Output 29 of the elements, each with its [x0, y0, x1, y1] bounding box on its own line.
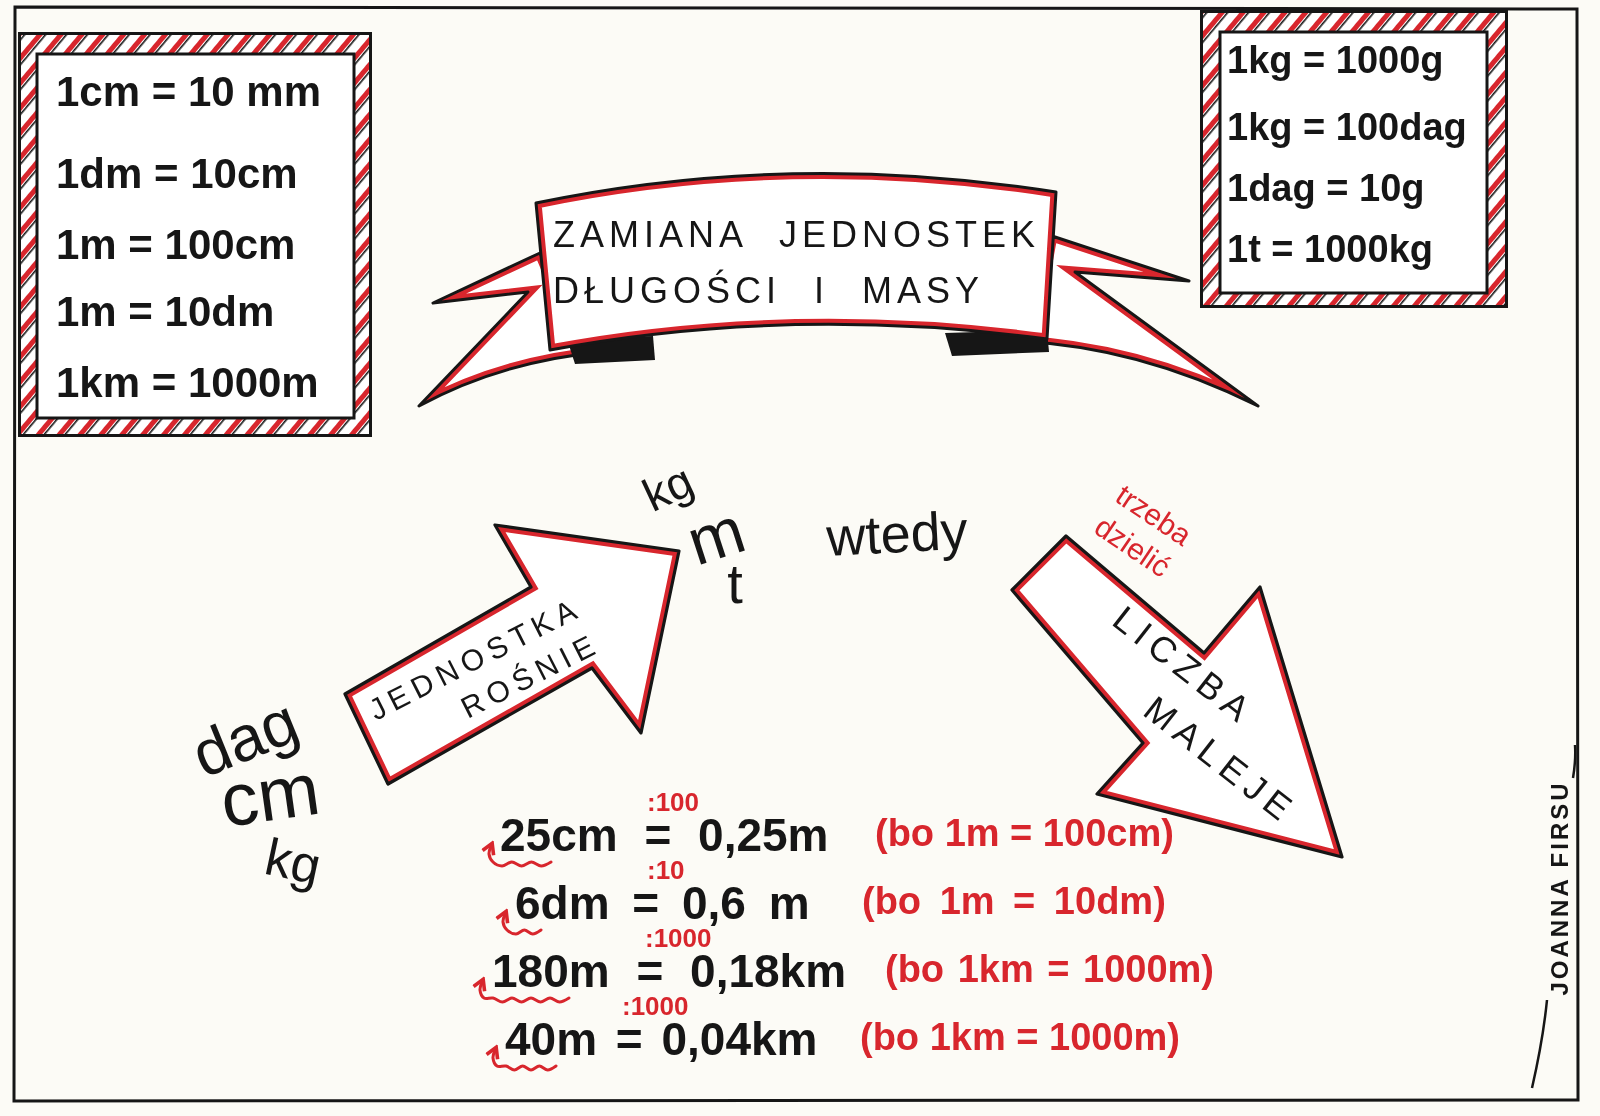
divisor-note: :1000: [645, 925, 712, 951]
unit-equation: 1t = 1000kg: [1227, 228, 1433, 272]
divisor-note: :10: [647, 857, 685, 883]
explanation-text: (bo 1km = 1000m): [860, 1016, 1180, 1060]
title: ZAMIANA JEDNOSTEK DŁUGOŚCI I MASY: [553, 213, 1042, 313]
conversion-example: 25cm = 0,25m: [500, 814, 829, 858]
unit-label: kg: [260, 828, 326, 896]
note-text: wtedy: [825, 500, 969, 568]
unit-label: t: [727, 553, 743, 615]
unit-equation: 1dm = 10cm: [56, 149, 298, 199]
unit-equation: 1m = 10dm: [56, 287, 275, 337]
conversion-card: [1200, 10, 1508, 308]
unit-equation: 1m = 100cm: [56, 220, 296, 270]
explanation-text: (bo 1km = 1000m): [885, 948, 1214, 992]
conversion-example: 180m = 0,18km: [492, 950, 847, 994]
conversion-card: [18, 32, 372, 437]
unit-equation: 1kg = 1000g: [1227, 39, 1444, 83]
unit-equation: 1dag = 10g: [1227, 167, 1425, 211]
signature: JOANNA FIRSU: [1546, 780, 1574, 996]
conversion-example: 6dm = 0,6 m: [515, 882, 810, 926]
unit-equation: 1km = 1000m: [56, 358, 319, 408]
conversion-example: 40m = 0,04km: [505, 1018, 818, 1062]
explanation-text: (bo 1m = 10dm): [862, 880, 1166, 924]
unit-equation: 1cm = 10 mm: [56, 67, 321, 117]
unit-equation: 1kg = 100dag: [1227, 106, 1467, 150]
block-arrow: [340, 520, 684, 789]
divisor-note: :100: [647, 789, 700, 815]
unit-label: kg: [635, 454, 701, 522]
divisor-note: :1000: [622, 993, 689, 1019]
